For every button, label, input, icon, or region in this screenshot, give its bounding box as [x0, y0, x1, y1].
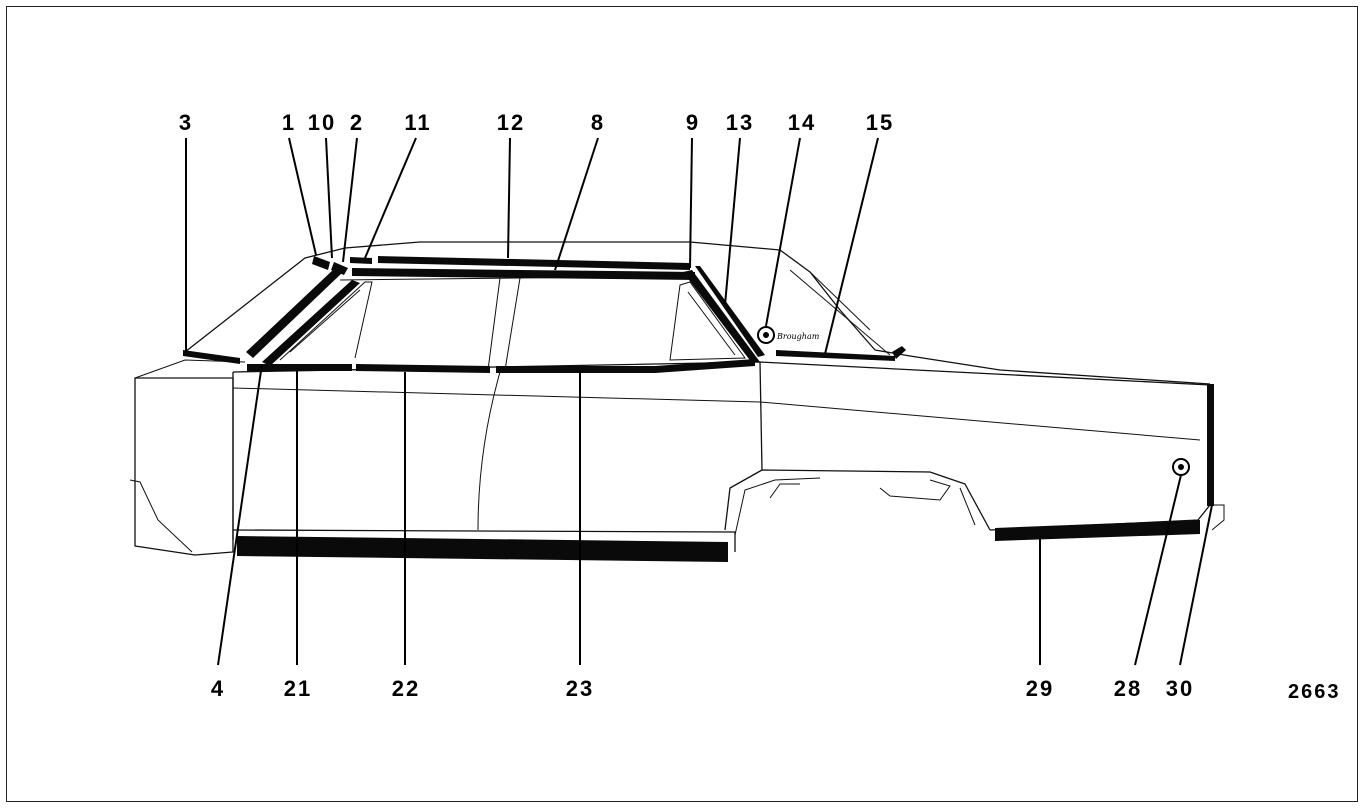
callout-12: 12 [497, 110, 525, 135]
diagram-frame [6, 6, 1358, 802]
callout-21: 21 [284, 676, 312, 701]
callout-8: 8 [591, 110, 605, 135]
brougham-script: Brougham [776, 332, 820, 341]
molding-set [183, 256, 1214, 562]
callout-9: 9 [686, 110, 700, 135]
callout-13: 13 [726, 110, 754, 135]
callout-29: 29 [1026, 676, 1054, 701]
callout-22: 22 [392, 676, 420, 701]
callout-14: 14 [788, 110, 816, 135]
car-body-outline [129, 241, 1225, 556]
brougham-emblem: Brougham [757, 326, 820, 344]
callout-1: 1 [282, 110, 296, 135]
callout-4: 4 [211, 676, 225, 701]
callout-30: 30 [1166, 676, 1194, 701]
leader-lines [185, 137, 1213, 666]
figure-number: 2663 [1288, 681, 1341, 703]
quarter-emblem [1172, 458, 1190, 476]
callout-10: 10 [308, 110, 336, 135]
callout-11: 11 [404, 110, 431, 135]
callout-2: 2 [350, 110, 364, 135]
callout-15: 15 [866, 110, 894, 135]
callout-labels: 3 1 10 2 11 12 8 9 13 14 15 4 21 22 23 2… [179, 110, 1341, 703]
callout-28: 28 [1114, 676, 1142, 701]
callout-23: 23 [566, 676, 594, 701]
callout-3: 3 [179, 110, 193, 135]
